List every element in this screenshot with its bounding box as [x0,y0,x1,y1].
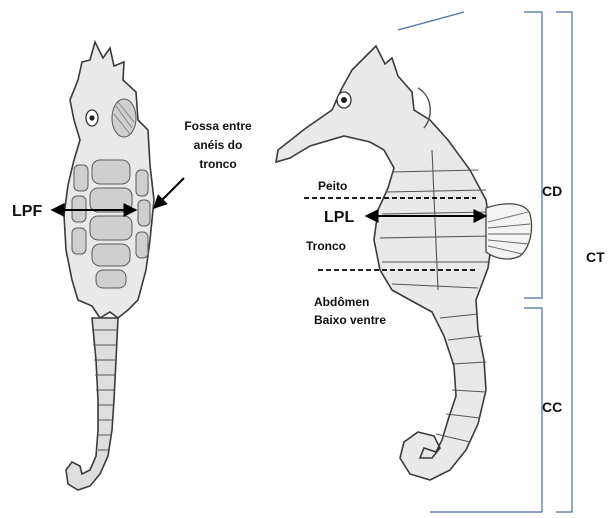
left-seahorse [64,42,154,490]
tronco-label: Tronco [306,239,346,253]
peito-label: Peito [318,179,347,193]
abdomen-label-line1: Abdômen [314,295,369,309]
ct-bracket-top-line [398,12,464,30]
fossa-label-line3: tronco [199,157,236,171]
ct-bracket [556,12,572,512]
fossa-pointer-arrow [154,178,184,208]
abdomen-label-line2: Baixo ventre [314,313,386,327]
ct-label: CT [586,249,605,265]
fossa-label-line2: anéis do [194,138,243,152]
cd-label: CD [542,183,562,199]
lpl-label: LPL [324,209,354,226]
right-seahorse [276,46,532,480]
cc-label: CC [542,399,562,415]
cd-bracket [524,12,542,298]
lpf-label: LPF [12,203,42,220]
fossa-label-line1: Fossa entre [184,119,252,133]
